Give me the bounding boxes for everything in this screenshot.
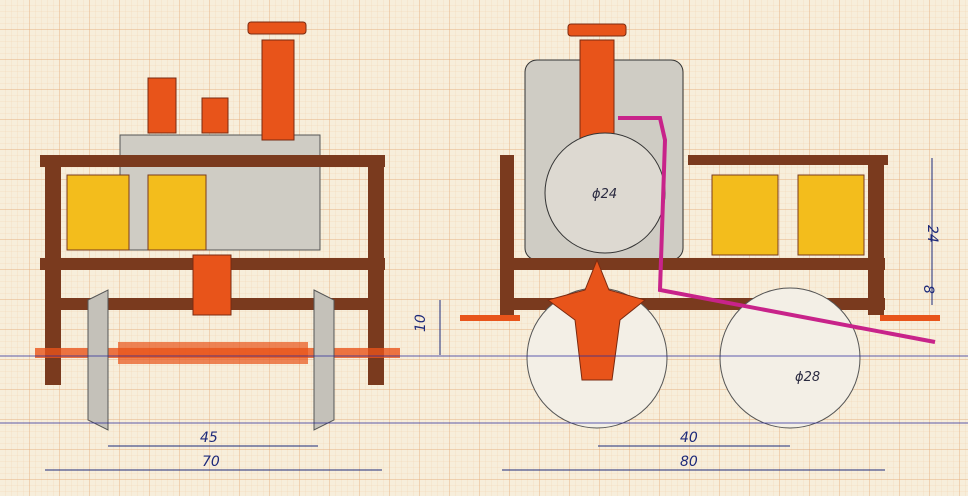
wheel-rear — [719, 287, 861, 429]
dim-buffer: 10 — [413, 314, 429, 332]
steam-pipe — [618, 116, 936, 344]
coal-panel-side — [797, 174, 865, 256]
dim-overall-length: 80 — [680, 454, 698, 470]
dim-overall-width: 70 — [202, 454, 220, 470]
wheel-left — [87, 289, 109, 431]
dim-wheelbase: 40 — [680, 430, 698, 446]
boiler-diameter: ϕ24 — [592, 187, 617, 202]
wheel-right — [313, 289, 335, 431]
buffer-left — [460, 315, 520, 321]
dome — [147, 77, 177, 134]
axle-tube — [118, 342, 308, 364]
side-post — [500, 155, 514, 315]
coal-panel — [66, 174, 130, 251]
dim-wheel-track: 45 — [200, 430, 218, 446]
dim-frame: 8 — [920, 285, 936, 294]
buffer-right — [880, 315, 940, 321]
side-post — [868, 155, 884, 315]
chimney-cap-side — [567, 23, 627, 37]
whistle — [201, 97, 229, 134]
coal-panel — [147, 174, 207, 251]
tender-top — [688, 155, 888, 165]
chimney-cap — [247, 21, 307, 35]
coupling — [192, 254, 232, 316]
side-frame-mid — [500, 258, 885, 270]
wheel-diameter: ϕ28 — [795, 370, 820, 385]
front-view: 45 70 — [35, 21, 400, 471]
chimney-side — [579, 39, 615, 141]
frame-top — [40, 155, 385, 167]
axle-box — [546, 258, 647, 381]
side-view: ϕ24 ϕ28 40 80 24 8 10 — [413, 23, 940, 471]
coal-panel-side — [711, 174, 779, 256]
chimney — [261, 39, 295, 141]
dim-height: 24 — [924, 225, 940, 243]
